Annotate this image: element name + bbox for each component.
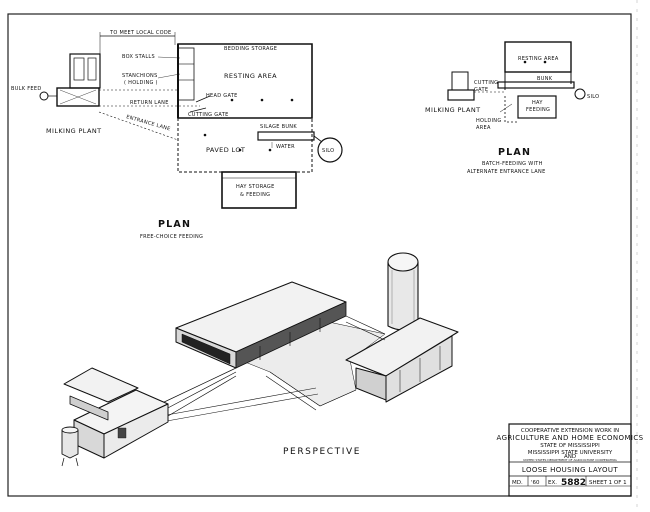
batch-milking-plant-label: MILKING PLANT (425, 106, 480, 114)
perspective-label: PERSPECTIVE (283, 447, 361, 457)
title-line-5: AND (564, 454, 576, 460)
batch-resting-area-label: RESTING AREA (518, 56, 559, 62)
sheet-border (7, 13, 632, 497)
title-line-2: AGRICULTURE AND HOME ECONOMICS (497, 434, 644, 442)
ex-label: EX. (548, 480, 557, 486)
water-label: WATER (276, 144, 295, 150)
plan-batch-labels: RESTING AREA BUNK CUTTING GATE SILO MILK… (425, 56, 599, 175)
sheet-label: SHEET 1 OF 1 (589, 480, 627, 486)
title-line-3: STATE OF MISSISSIPPI (540, 443, 600, 449)
batch-hay-label: HAY (532, 100, 543, 106)
title-block (508, 423, 632, 497)
bulk-feed-label: BULK FEED (11, 86, 42, 92)
batch-feeding-label: FEEDING (526, 107, 550, 113)
box-stalls-label: BOX STALLS (122, 54, 155, 60)
bunk-label: BUNK (537, 76, 553, 82)
title-line-4: MISSISSIPPI STATE UNIVERSITY (528, 450, 613, 456)
head-gate-label: HEAD GATE (206, 93, 238, 99)
plan-free-choice (39, 32, 343, 209)
year-label: '60 (531, 480, 540, 486)
hay-feeding-label: & FEEDING (240, 192, 270, 198)
plan-subtitle-right-1: BATCH-FEEDING WITH (482, 161, 543, 167)
batch-cutting-label: CUTTING (474, 80, 498, 86)
plan-title-left: PLAN (158, 219, 191, 230)
plan-batch (447, 41, 586, 123)
milking-plant-label: MILKING PLANT (46, 127, 101, 135)
silo-label: SILO (322, 148, 334, 154)
plan-subtitle-right-2: ALTERNATE ENTRANCE LANE (467, 169, 546, 175)
plan-title-right: PLAN (498, 147, 531, 158)
to-meet-code-label: TO MEET LOCAL CODE (109, 30, 172, 36)
title-line-6: UNITED STATES DEPARTMENT OF AGRICULTURE … (523, 458, 617, 462)
holding-label: ( HOLDING ) (124, 80, 158, 86)
batch-silo-label: SILO (587, 94, 599, 100)
batch-gate-label: GATE (474, 87, 488, 93)
batch-holding-label: HOLDING (476, 118, 502, 124)
stanchions-label: STANCHIONS (122, 73, 158, 79)
md-label: MD. (512, 480, 523, 486)
title-line-1: COOPERATIVE EXTENSION WORK IN (521, 428, 619, 434)
return-lane-label: RETURN LANE (130, 100, 169, 106)
paved-lot-label: PAVED LOT (206, 146, 245, 154)
batch-area-label: AREA (476, 125, 491, 131)
resting-area-label: RESTING AREA (224, 72, 277, 80)
plan-subtitle-left: FREE-CHOICE FEEDING (140, 234, 203, 240)
drawing-number: 5882 (561, 478, 586, 488)
bedding-storage-label: BEDDING STORAGE (224, 46, 277, 52)
perspective-drawing (61, 252, 459, 467)
silage-bunk-label: SILAGE BUNK (260, 124, 297, 130)
cutting-gate-label: CUTTING GATE (188, 112, 229, 118)
drawing-title: LOOSE HOUSING LAYOUT (522, 466, 618, 474)
hay-storage-label: HAY STORAGE (236, 184, 275, 190)
title-block-text: COOPERATIVE EXTENSION WORK IN AGRICULTUR… (497, 428, 644, 488)
